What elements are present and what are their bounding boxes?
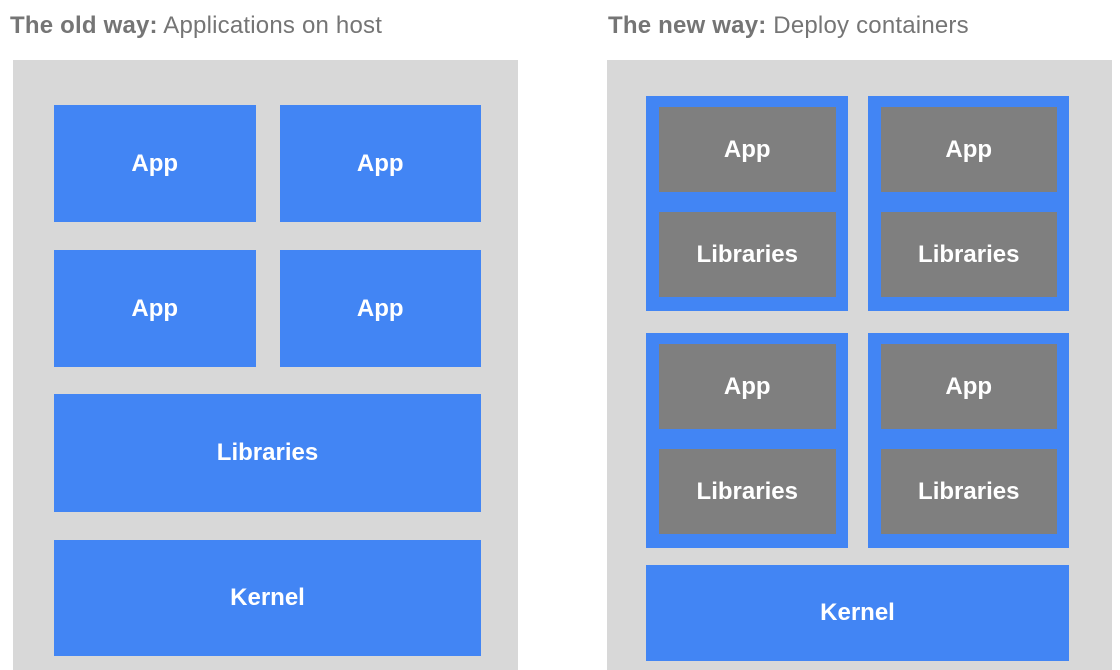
containers-grid: App Libraries App Libraries App Librarie… <box>646 96 1069 548</box>
app-box: App <box>54 105 256 222</box>
container-box: App Libraries <box>646 96 848 311</box>
new-way-containers-panel: App Libraries App Libraries App Librarie… <box>607 60 1112 670</box>
container-libraries-box: Libraries <box>880 212 1057 297</box>
app-box: App <box>279 105 481 222</box>
container-libraries-box: Libraries <box>880 449 1057 534</box>
app-box: App <box>54 250 256 367</box>
kernel-box: Kernel <box>54 540 481 656</box>
old-way-host-panel: App App App App Libraries Kernel <box>13 60 518 670</box>
old-way-title-rest: Applications on host <box>157 12 383 39</box>
container-app-box: App <box>659 107 836 192</box>
container-libraries-box: Libraries <box>659 449 836 534</box>
new-way-title: The new way: Deploy containers <box>608 12 969 40</box>
app-box: App <box>279 250 481 367</box>
libraries-box: Libraries <box>54 394 481 512</box>
container-box: App Libraries <box>867 333 1069 548</box>
old-way-apps-grid: App App App App <box>54 105 481 367</box>
container-app-box: App <box>880 107 1057 192</box>
old-way-title-bold: The old way: <box>10 12 158 39</box>
container-libraries-box: Libraries <box>659 212 836 297</box>
kernel-box: Kernel <box>646 565 1069 661</box>
container-app-box: App <box>659 344 836 429</box>
old-way-title: The old way: Applications on host <box>10 12 382 40</box>
new-way-title-rest: Deploy containers <box>766 12 969 39</box>
container-app-box: App <box>880 344 1057 429</box>
new-way-title-bold: The new way: <box>608 12 767 39</box>
container-box: App Libraries <box>867 96 1069 311</box>
container-box: App Libraries <box>646 333 848 548</box>
